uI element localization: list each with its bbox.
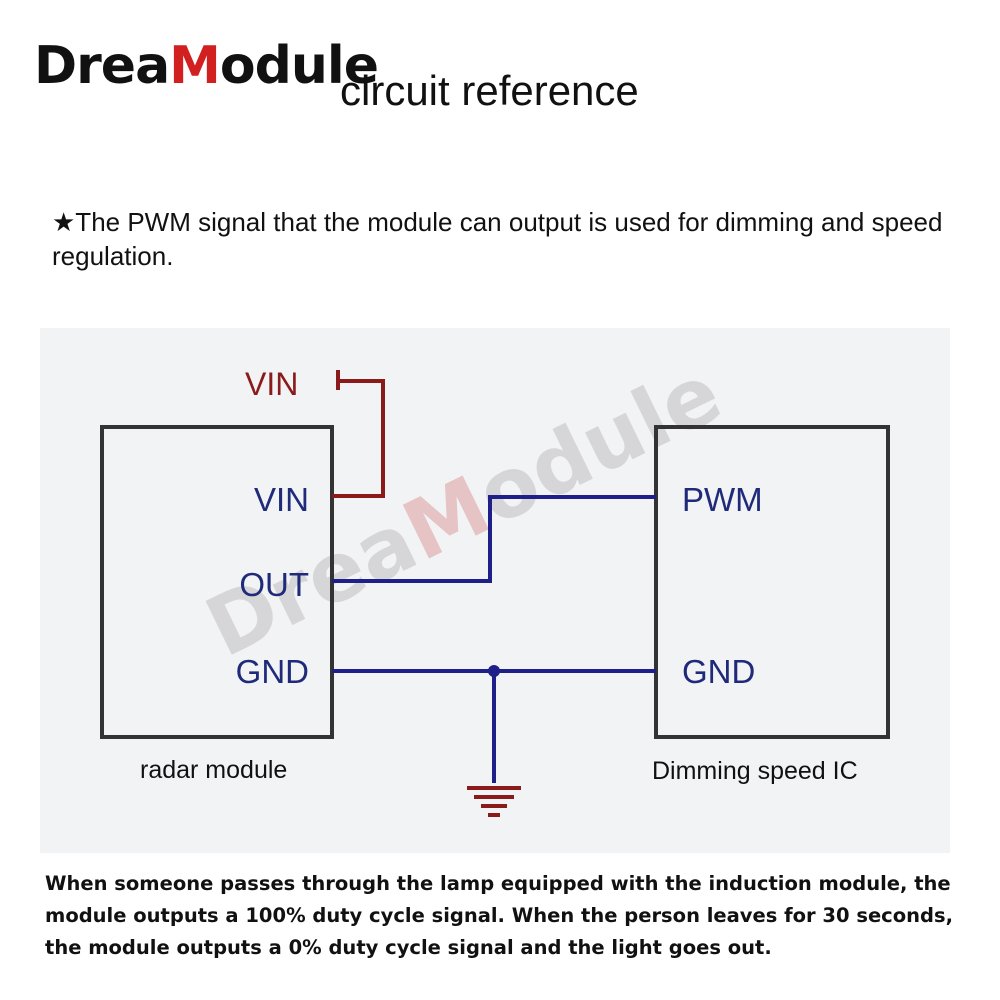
radar-module-name: radar module <box>140 756 287 784</box>
junction-dot <box>488 665 500 677</box>
brand-logo-part2: odule <box>219 36 379 96</box>
vin-wire <box>332 370 385 498</box>
ground-symbol-icon <box>467 786 521 817</box>
pwm-wire <box>332 495 656 583</box>
dimming-ic-name: Dimming speed IC <box>652 757 858 785</box>
radar-pin-out: OUT <box>239 566 309 603</box>
radar-pin-gnd: GND <box>236 653 309 690</box>
radar-pin-vin: VIN <box>254 481 309 518</box>
brand-logo-accent: M <box>169 36 221 96</box>
ic-pin-pwm: PWM <box>682 481 763 518</box>
ic-pin-gnd: GND <box>682 653 755 690</box>
supply-vin-label: VIN <box>245 366 298 402</box>
circuit-diagram: DreaModule VIN VIN OUT GND PWM GND radar… <box>100 346 890 817</box>
brand-logo-part1: Drea <box>34 36 170 96</box>
dimming-ic-box <box>654 425 890 739</box>
circuit-diagram-panel: DreaModule VIN VIN OUT GND PWM GND radar… <box>40 328 950 853</box>
watermark-part1: Drea <box>192 494 431 676</box>
intro-text: ★The PWM signal that the module can outp… <box>52 207 943 271</box>
page-title: circuit reference <box>340 67 639 114</box>
caption-text: When someone passes through the lamp equ… <box>45 872 953 959</box>
brand-logo: DreaModule <box>34 40 379 92</box>
